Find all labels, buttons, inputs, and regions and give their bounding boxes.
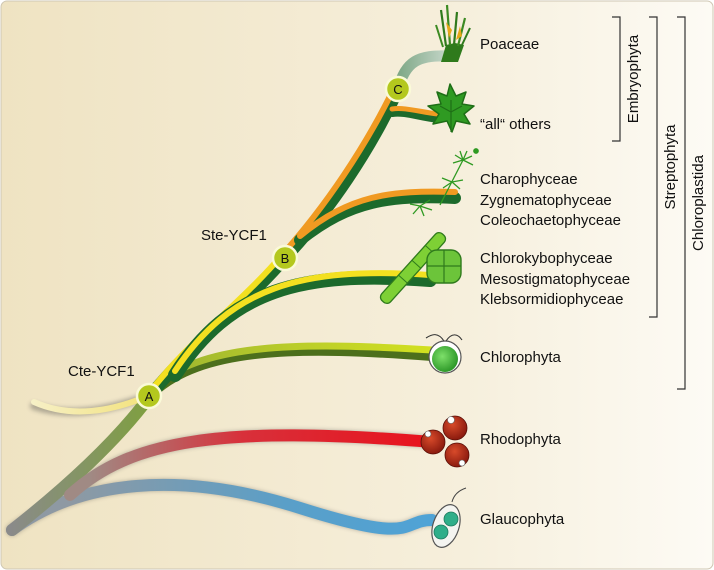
branch-rhodophyta xyxy=(64,429,438,501)
branch-zcc xyxy=(294,191,461,246)
chloroplastida-bracket xyxy=(677,16,686,390)
streptophyta-label: Streptophyta xyxy=(662,124,679,210)
label-mesostigmatophyceae: Mesostigmatophyceae xyxy=(480,270,631,288)
label-charophyceae: Charophyceae xyxy=(480,171,578,188)
node-a: A xyxy=(135,382,163,410)
node-c: C xyxy=(384,75,412,103)
maple-leaf-icon xyxy=(427,83,475,133)
label-glaucophyta: Glaucophyta xyxy=(480,511,565,528)
chara-icon xyxy=(409,148,479,217)
filament-alga-icon xyxy=(379,231,447,305)
label-ste-ycf1: Ste-YCF1 xyxy=(201,227,267,244)
label-all-others: “all“ others xyxy=(480,116,551,133)
chlamydomonas-icon xyxy=(425,334,463,374)
branch-all-others xyxy=(387,106,443,123)
streptophyta-bracket xyxy=(649,16,658,318)
node-c-label: C xyxy=(393,82,402,97)
label-poaceae: Poaceae xyxy=(480,36,540,53)
branch-trunk xyxy=(6,390,156,536)
node-b: B xyxy=(271,244,299,272)
label-chlorokybophyceae: Chlorokybophyceae xyxy=(480,250,613,267)
label-cte-ycf1: Cte-YCF1 xyxy=(68,363,135,380)
chlorokybus-icon xyxy=(426,249,462,284)
red-algae-icon xyxy=(420,415,470,468)
label-zcc-group: Charophyceae Zygnematophyceae Coleochaet… xyxy=(480,170,621,232)
grass-icon xyxy=(435,4,471,62)
glaucophyte-icon xyxy=(431,487,467,548)
label-zygnematophyceae: Zygnematophyceae xyxy=(480,191,612,209)
label-coleochaetophyceae: Coleochaetophyceae xyxy=(480,212,621,229)
label-rhodophyta: Rhodophyta xyxy=(480,431,561,448)
embryophyta-bracket xyxy=(612,16,621,142)
embryophyta-label: Embryophyta xyxy=(625,34,642,123)
node-a-label: A xyxy=(145,389,154,404)
label-kcm-group: Chlorokybophyceae Mesostigmatophyceae Kl… xyxy=(480,249,630,311)
branch-cte-origin xyxy=(31,393,151,415)
chloroplastida-label: Chloroplastida xyxy=(690,154,707,251)
node-b-label: B xyxy=(281,251,290,266)
label-chlorophyta: Chlorophyta xyxy=(480,349,561,366)
label-klebsormidiophyceae: Klebsormidiophyceae xyxy=(480,291,624,308)
